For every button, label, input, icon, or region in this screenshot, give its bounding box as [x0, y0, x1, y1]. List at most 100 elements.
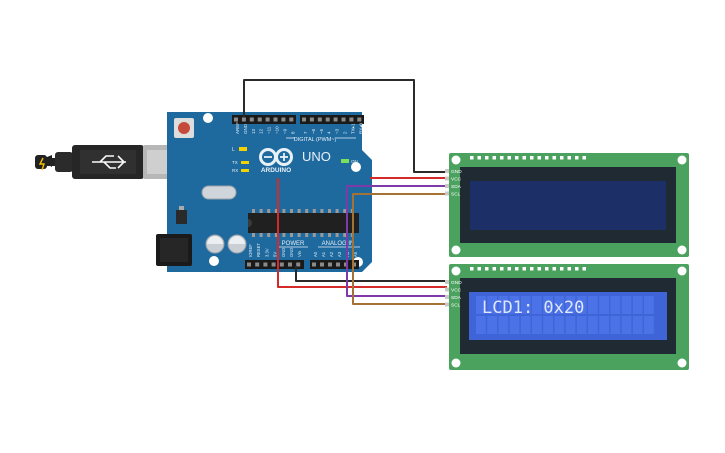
lcd-header-hole [575, 156, 579, 160]
header-pin[interactable] [289, 117, 294, 122]
mounting-hole [451, 358, 461, 368]
lcd-pin-label: VCC [451, 288, 462, 294]
led-l [239, 147, 247, 151]
uno-model-label: UNO [302, 149, 331, 164]
header-pin[interactable] [312, 262, 316, 267]
lcd-header-hole [492, 267, 496, 271]
voltage-regulator [176, 210, 187, 224]
header-pin[interactable] [249, 117, 254, 122]
header-pin[interactable] [281, 117, 286, 122]
lcd-header-hole [507, 267, 511, 271]
header-pin[interactable] [279, 262, 284, 267]
pin-label: IOREF [248, 244, 253, 257]
header-pin[interactable] [271, 262, 276, 267]
header-pin[interactable] [234, 117, 238, 122]
pin-label: 8 [290, 131, 295, 134]
mounting-hole [677, 245, 687, 255]
power-label: POWER [282, 241, 305, 247]
header-pin[interactable] [349, 117, 354, 122]
mounting-hole [203, 113, 213, 123]
lcd-header-hole [507, 156, 511, 160]
lcd-header-hole [545, 267, 549, 271]
lcd-pin[interactable] [445, 302, 449, 307]
pin-label: ~10 [275, 126, 280, 134]
header-pin[interactable] [317, 117, 322, 122]
lcd-pin[interactable] [445, 280, 449, 284]
lcd-header-hole [567, 267, 571, 271]
mounting-hole [451, 245, 461, 255]
pin-label: ~9 [282, 128, 287, 134]
usb-cable[interactable] [35, 145, 175, 179]
lcd-header-hole [582, 267, 586, 271]
wire-vcc-bottom[interactable] [277, 178, 447, 288]
header-pin[interactable] [320, 262, 324, 267]
lcd-pin[interactable] [445, 169, 449, 173]
pin-label: RX◂0 [358, 122, 363, 134]
pin-label: Vin [297, 250, 302, 257]
header-pin[interactable] [273, 117, 278, 122]
mounting-hole [677, 358, 687, 368]
pin-label: A5 [353, 251, 358, 257]
board-pcb [167, 112, 372, 272]
lcd-header-hole [537, 267, 541, 271]
header-pin[interactable] [309, 117, 314, 122]
lcd-header-hole [522, 267, 526, 271]
header-pin[interactable] [325, 117, 330, 122]
header-pin[interactable] [257, 117, 262, 122]
header-pin[interactable] [336, 262, 340, 267]
header-pin[interactable] [341, 117, 346, 122]
mounting-hole [677, 266, 687, 276]
header-aref-8[interactable] [232, 115, 296, 124]
pin-label: GND [289, 248, 294, 257]
header-analog[interactable] [310, 260, 359, 269]
lcd-header-hole [530, 156, 534, 160]
lcd-header-hole [522, 156, 526, 160]
led-rx [241, 169, 249, 172]
lcd-text: LCD1: 0x20 [482, 298, 584, 318]
lcd-pin[interactable] [445, 191, 449, 196]
lcd-pin[interactable] [445, 295, 449, 299]
header-pin[interactable] [328, 262, 332, 267]
lcd-header-hole [552, 156, 556, 160]
wire-gnd-bottom[interactable] [295, 266, 447, 282]
lcd-pin-label: VCC [451, 177, 462, 183]
lcd-pin-label: SDA [451, 295, 462, 301]
lcd-header-hole [515, 156, 519, 160]
pin-label: A0 [313, 251, 318, 257]
header-pin[interactable] [241, 117, 246, 122]
lcd-header-hole [500, 156, 504, 160]
header-pin[interactable] [296, 262, 301, 267]
lcd-header-hole [500, 267, 504, 271]
wire-scl-top[interactable] [352, 193, 447, 264]
lcd-pin[interactable] [445, 184, 449, 188]
wire-scl-bottom[interactable] [352, 264, 447, 305]
lcd-pin[interactable] [445, 287, 449, 292]
header-pin[interactable] [263, 262, 268, 267]
pin-label: A1 [321, 251, 326, 257]
header-pin[interactable] [255, 262, 260, 267]
wire-gnd-top[interactable] [243, 79, 447, 173]
wire-sda-bottom[interactable] [346, 264, 447, 297]
pin-label: 4 [327, 131, 332, 134]
header-pin[interactable] [288, 262, 292, 267]
header-pin[interactable] [265, 117, 270, 122]
header-pin[interactable] [333, 117, 338, 122]
analog-label: ANALOG IN [322, 241, 355, 247]
header-pin[interactable] [247, 262, 251, 267]
mounting-hole [209, 256, 219, 266]
led-on [341, 159, 349, 163]
lcd-header-hole [582, 156, 586, 160]
lcd-header-hole [530, 267, 534, 271]
wire-sda-top[interactable] [346, 185, 447, 264]
lcd-header-hole [492, 156, 496, 160]
header-pin[interactable] [357, 117, 362, 122]
lcd-pin[interactable] [445, 176, 449, 181]
header-digital-7-0[interactable] [300, 115, 364, 124]
mounting-hole [451, 266, 461, 276]
pin-label: 5V [273, 252, 278, 257]
header-pin[interactable] [302, 117, 306, 122]
